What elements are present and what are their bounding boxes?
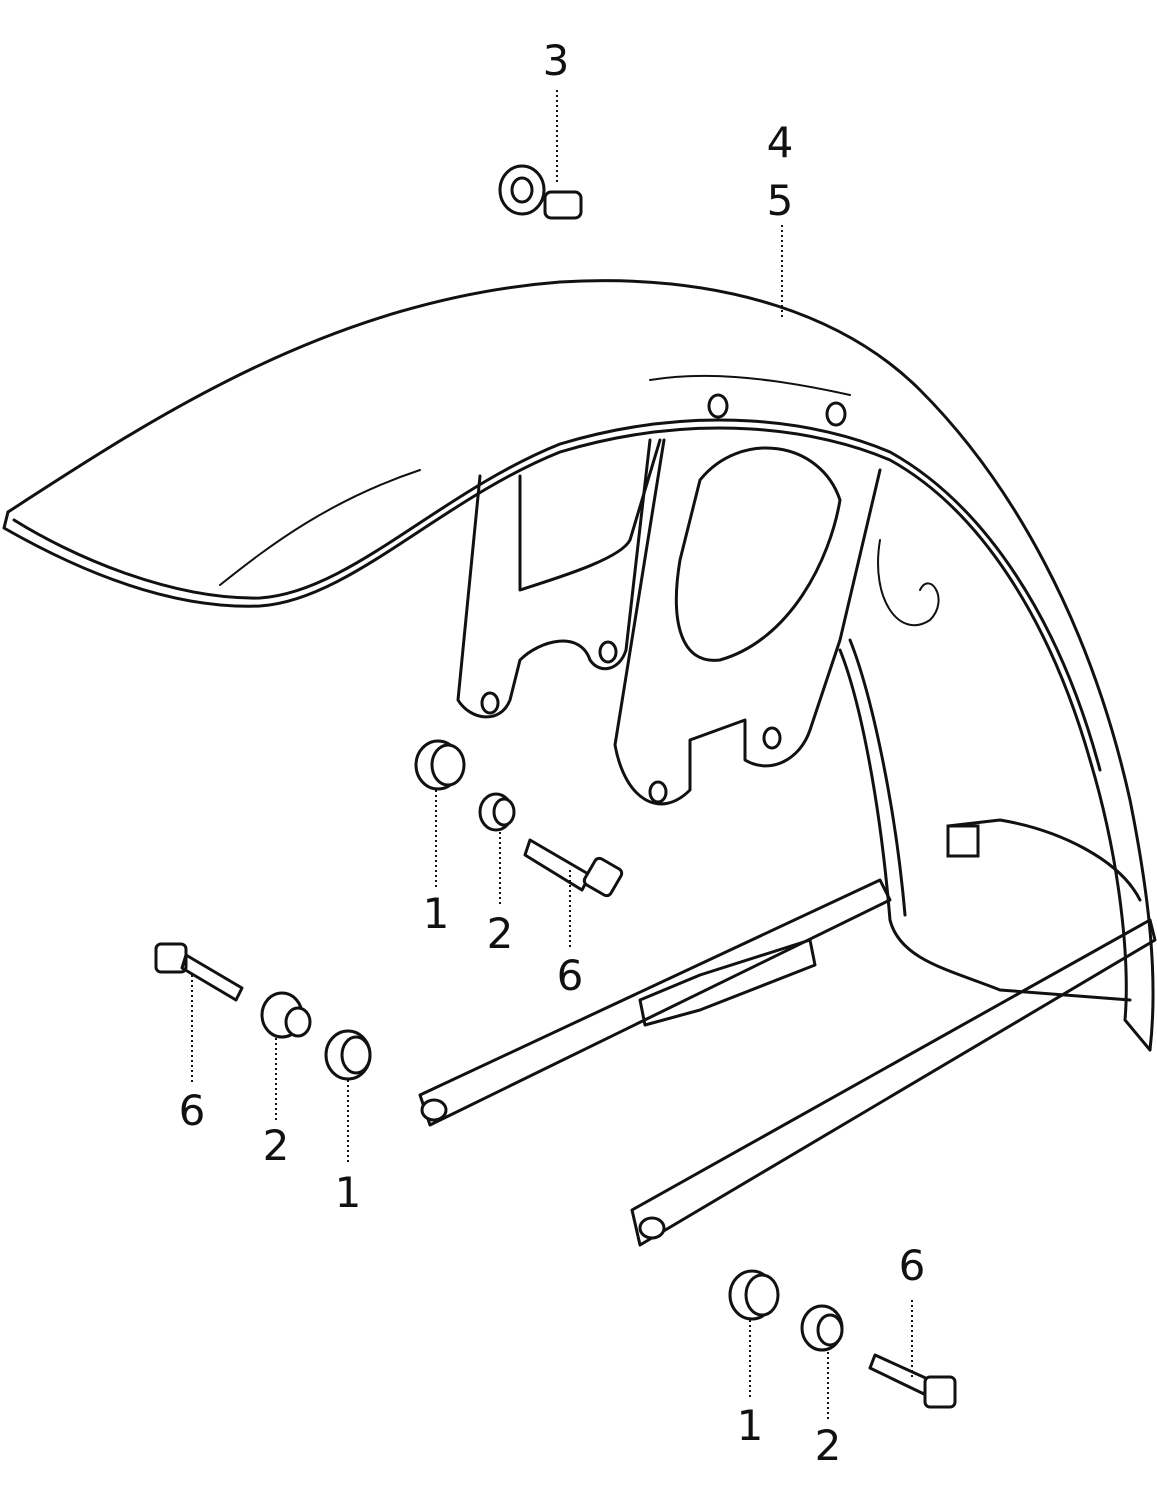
hardware-left xyxy=(154,942,372,1165)
hardware-right xyxy=(728,1269,957,1420)
fender-brackets xyxy=(456,438,940,806)
fender-stays xyxy=(418,638,1157,1247)
front-fender xyxy=(2,279,1155,1052)
callout-5: 5 xyxy=(766,176,794,225)
callout-3: 3 xyxy=(542,36,570,85)
hardware-center xyxy=(414,739,624,950)
callout-6-center: 6 xyxy=(556,951,584,1000)
callout-1-right: 1 xyxy=(736,1401,764,1450)
callout-1-center: 1 xyxy=(422,889,450,938)
part-3-clip xyxy=(498,90,583,220)
callout-2-center: 2 xyxy=(486,909,514,958)
callout-6-right: 6 xyxy=(898,1241,926,1290)
callout-2-right: 2 xyxy=(814,1421,842,1470)
callout-4: 4 xyxy=(766,118,794,167)
callout-1-left: 1 xyxy=(334,1168,362,1217)
callout-2-left: 2 xyxy=(262,1121,290,1170)
callout-6-left: 6 xyxy=(178,1086,206,1135)
